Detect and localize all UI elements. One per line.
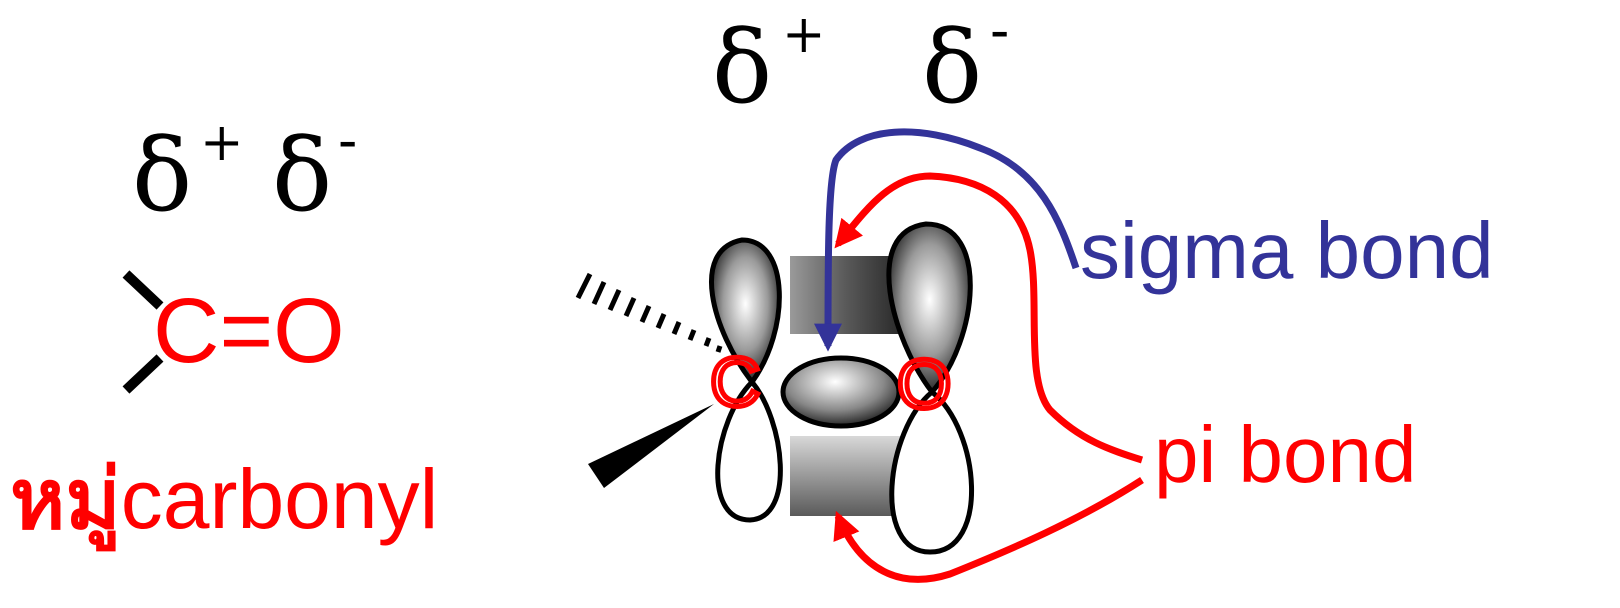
right-minus-sign: -: [990, 0, 1009, 63]
pi-bond-arrow-bottom: [833, 477, 1144, 583]
pi-overlap-bottom: [790, 436, 900, 516]
left-delta-plus: δ: [132, 117, 192, 234]
left-plus-sign: +: [200, 113, 244, 173]
carbon-atom-label: C: [710, 343, 761, 421]
oxygen-p-orbital-bottom-lobe: [889, 388, 974, 555]
sigma-bond-orbital: [780, 355, 902, 429]
sigma-bond-arrow: [814, 128, 1080, 352]
right-panel: δ + δ - C O: [575, 0, 1494, 583]
group-label-thai: หมู่: [10, 452, 121, 552]
group-label-en: carbonyl: [121, 452, 439, 546]
right-delta-plus: δ: [712, 9, 772, 126]
left-minus-sign: -: [338, 108, 357, 173]
sigma-bond-label: sigma bond: [1080, 206, 1494, 295]
pi-bond-label: pi bond: [1154, 410, 1416, 499]
pi-overlap-top: [790, 256, 900, 334]
oxygen-p-orbital-top-lobe: [886, 221, 973, 396]
right-plus-sign: +: [782, 5, 826, 65]
right-delta-minus: δ: [922, 9, 982, 126]
carbonyl-formula: C=O: [153, 280, 345, 382]
pi-bond-arrow-top: [834, 172, 1144, 464]
solid-wedge: [588, 404, 714, 488]
left-delta-minus: δ: [272, 117, 332, 234]
hashed-wedge: [575, 272, 723, 353]
carbon-p-orbital-top-lobe: [709, 237, 782, 387]
group-label: หมู่carbonyl: [10, 452, 438, 552]
oxygen-atom-label: O: [897, 345, 951, 423]
carbon-p-orbital-bottom-lobe: [715, 378, 783, 523]
left-panel: δ + δ - C=O หมู่carbonyl: [10, 108, 438, 552]
lower-substituent-bond: [122, 354, 164, 394]
upper-substituent-bond: [122, 270, 164, 310]
